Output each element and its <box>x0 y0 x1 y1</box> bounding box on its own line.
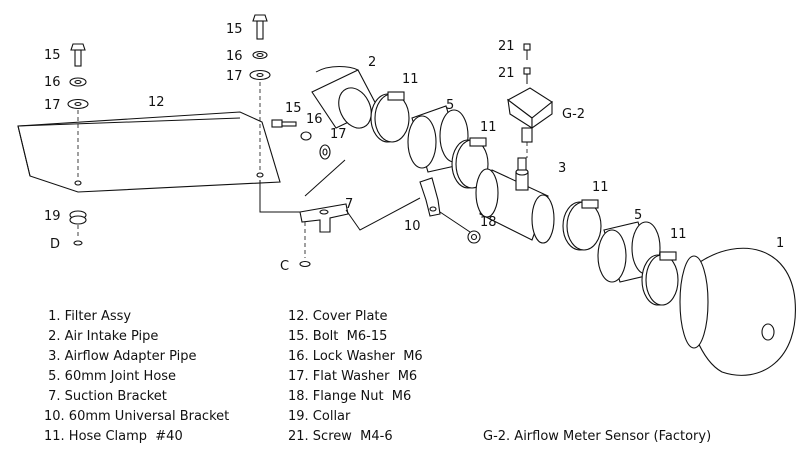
left-bolt-stack <box>67 43 89 246</box>
legend-item: 17. Flat Washer M6 <box>288 369 418 384</box>
hose-clamp-3 <box>562 199 602 251</box>
airflow-meter-sensor-part <box>506 43 553 158</box>
callout-18: 18 <box>480 215 497 230</box>
callout-16b: 16 <box>226 49 243 64</box>
callout-17c: 17 <box>330 127 347 142</box>
legend-item: 19. Collar <box>288 409 351 424</box>
legend-item: 11. Hose Clamp #40 <box>44 429 183 444</box>
callout-21a: 21 <box>498 39 515 54</box>
legend-item: 5. 60mm Joint Hose <box>44 369 177 384</box>
callout-11d: 11 <box>670 227 687 242</box>
legend-item: 18. Flange Nut M6 <box>288 389 412 404</box>
legend-item: 16. Lock Washer M6 <box>288 349 423 364</box>
sensor-legend-note: G-2. Airflow Meter Sensor (Factory) <box>483 427 711 447</box>
legend-item: 7. Suction Bracket <box>44 389 167 404</box>
legend-item: 12. Cover Plate <box>288 309 388 324</box>
callout-21b: 21 <box>498 66 515 81</box>
callout-2: 2 <box>368 55 376 70</box>
callout-15c: 15 <box>285 101 302 116</box>
callout-12: 12 <box>148 95 165 110</box>
right-bolt-stack <box>249 14 271 172</box>
universal-bracket-part <box>419 177 481 244</box>
callout-7: 7 <box>345 197 353 212</box>
callout-16c: 16 <box>306 112 323 127</box>
hose-clamp-1 <box>370 91 410 143</box>
callout-10: 10 <box>404 219 421 234</box>
hose-clamp-4 <box>641 251 679 306</box>
callout-5b: 5 <box>634 208 642 223</box>
legend-item: 15. Bolt M6-15 <box>288 329 388 344</box>
callout-g2: G-2 <box>562 107 585 122</box>
parts-legend-column-2: 12. Cover Plate 15. Bolt M6-15 16. Lock … <box>288 307 423 447</box>
callout-1: 1 <box>776 236 784 251</box>
callout-15b: 15 <box>226 22 243 37</box>
legend-item: G-2. Airflow Meter Sensor (Factory) <box>483 429 712 444</box>
cover-plate-part <box>17 111 281 193</box>
callout-17a: 17 <box>44 98 61 113</box>
hose-clamp-2 <box>451 137 489 189</box>
callout-16a: 16 <box>44 75 61 90</box>
legend-item: 3. Airflow Adapter Pipe <box>44 349 197 364</box>
legend-item: 10. 60mm Universal Bracket <box>44 409 230 424</box>
callout-11a: 11 <box>402 72 419 87</box>
callout-d: D <box>50 237 60 252</box>
parts-legend-column-1: 1. Filter Assy 2. Air Intake Pipe 3. Air… <box>44 307 229 447</box>
callout-11c: 11 <box>592 180 609 195</box>
legend-item: 1. Filter Assy <box>44 309 132 324</box>
legend-item: 21. Screw M4-6 <box>288 429 393 444</box>
callout-17b: 17 <box>226 69 243 84</box>
bracket-bolt-stack <box>259 119 346 213</box>
suction-bracket-part <box>299 197 421 268</box>
callout-5a: 5 <box>446 98 454 113</box>
callout-c: C <box>280 259 289 274</box>
callout-19: 19 <box>44 209 61 224</box>
filter-assy-part <box>679 247 796 376</box>
callout-11b: 11 <box>480 120 497 135</box>
callout-15a: 15 <box>44 48 61 63</box>
air-intake-pipe-part <box>311 66 379 129</box>
airflow-adapter-pipe-part <box>475 157 555 244</box>
callout-3: 3 <box>558 161 566 176</box>
legend-item: 2. Air Intake Pipe <box>44 329 159 344</box>
